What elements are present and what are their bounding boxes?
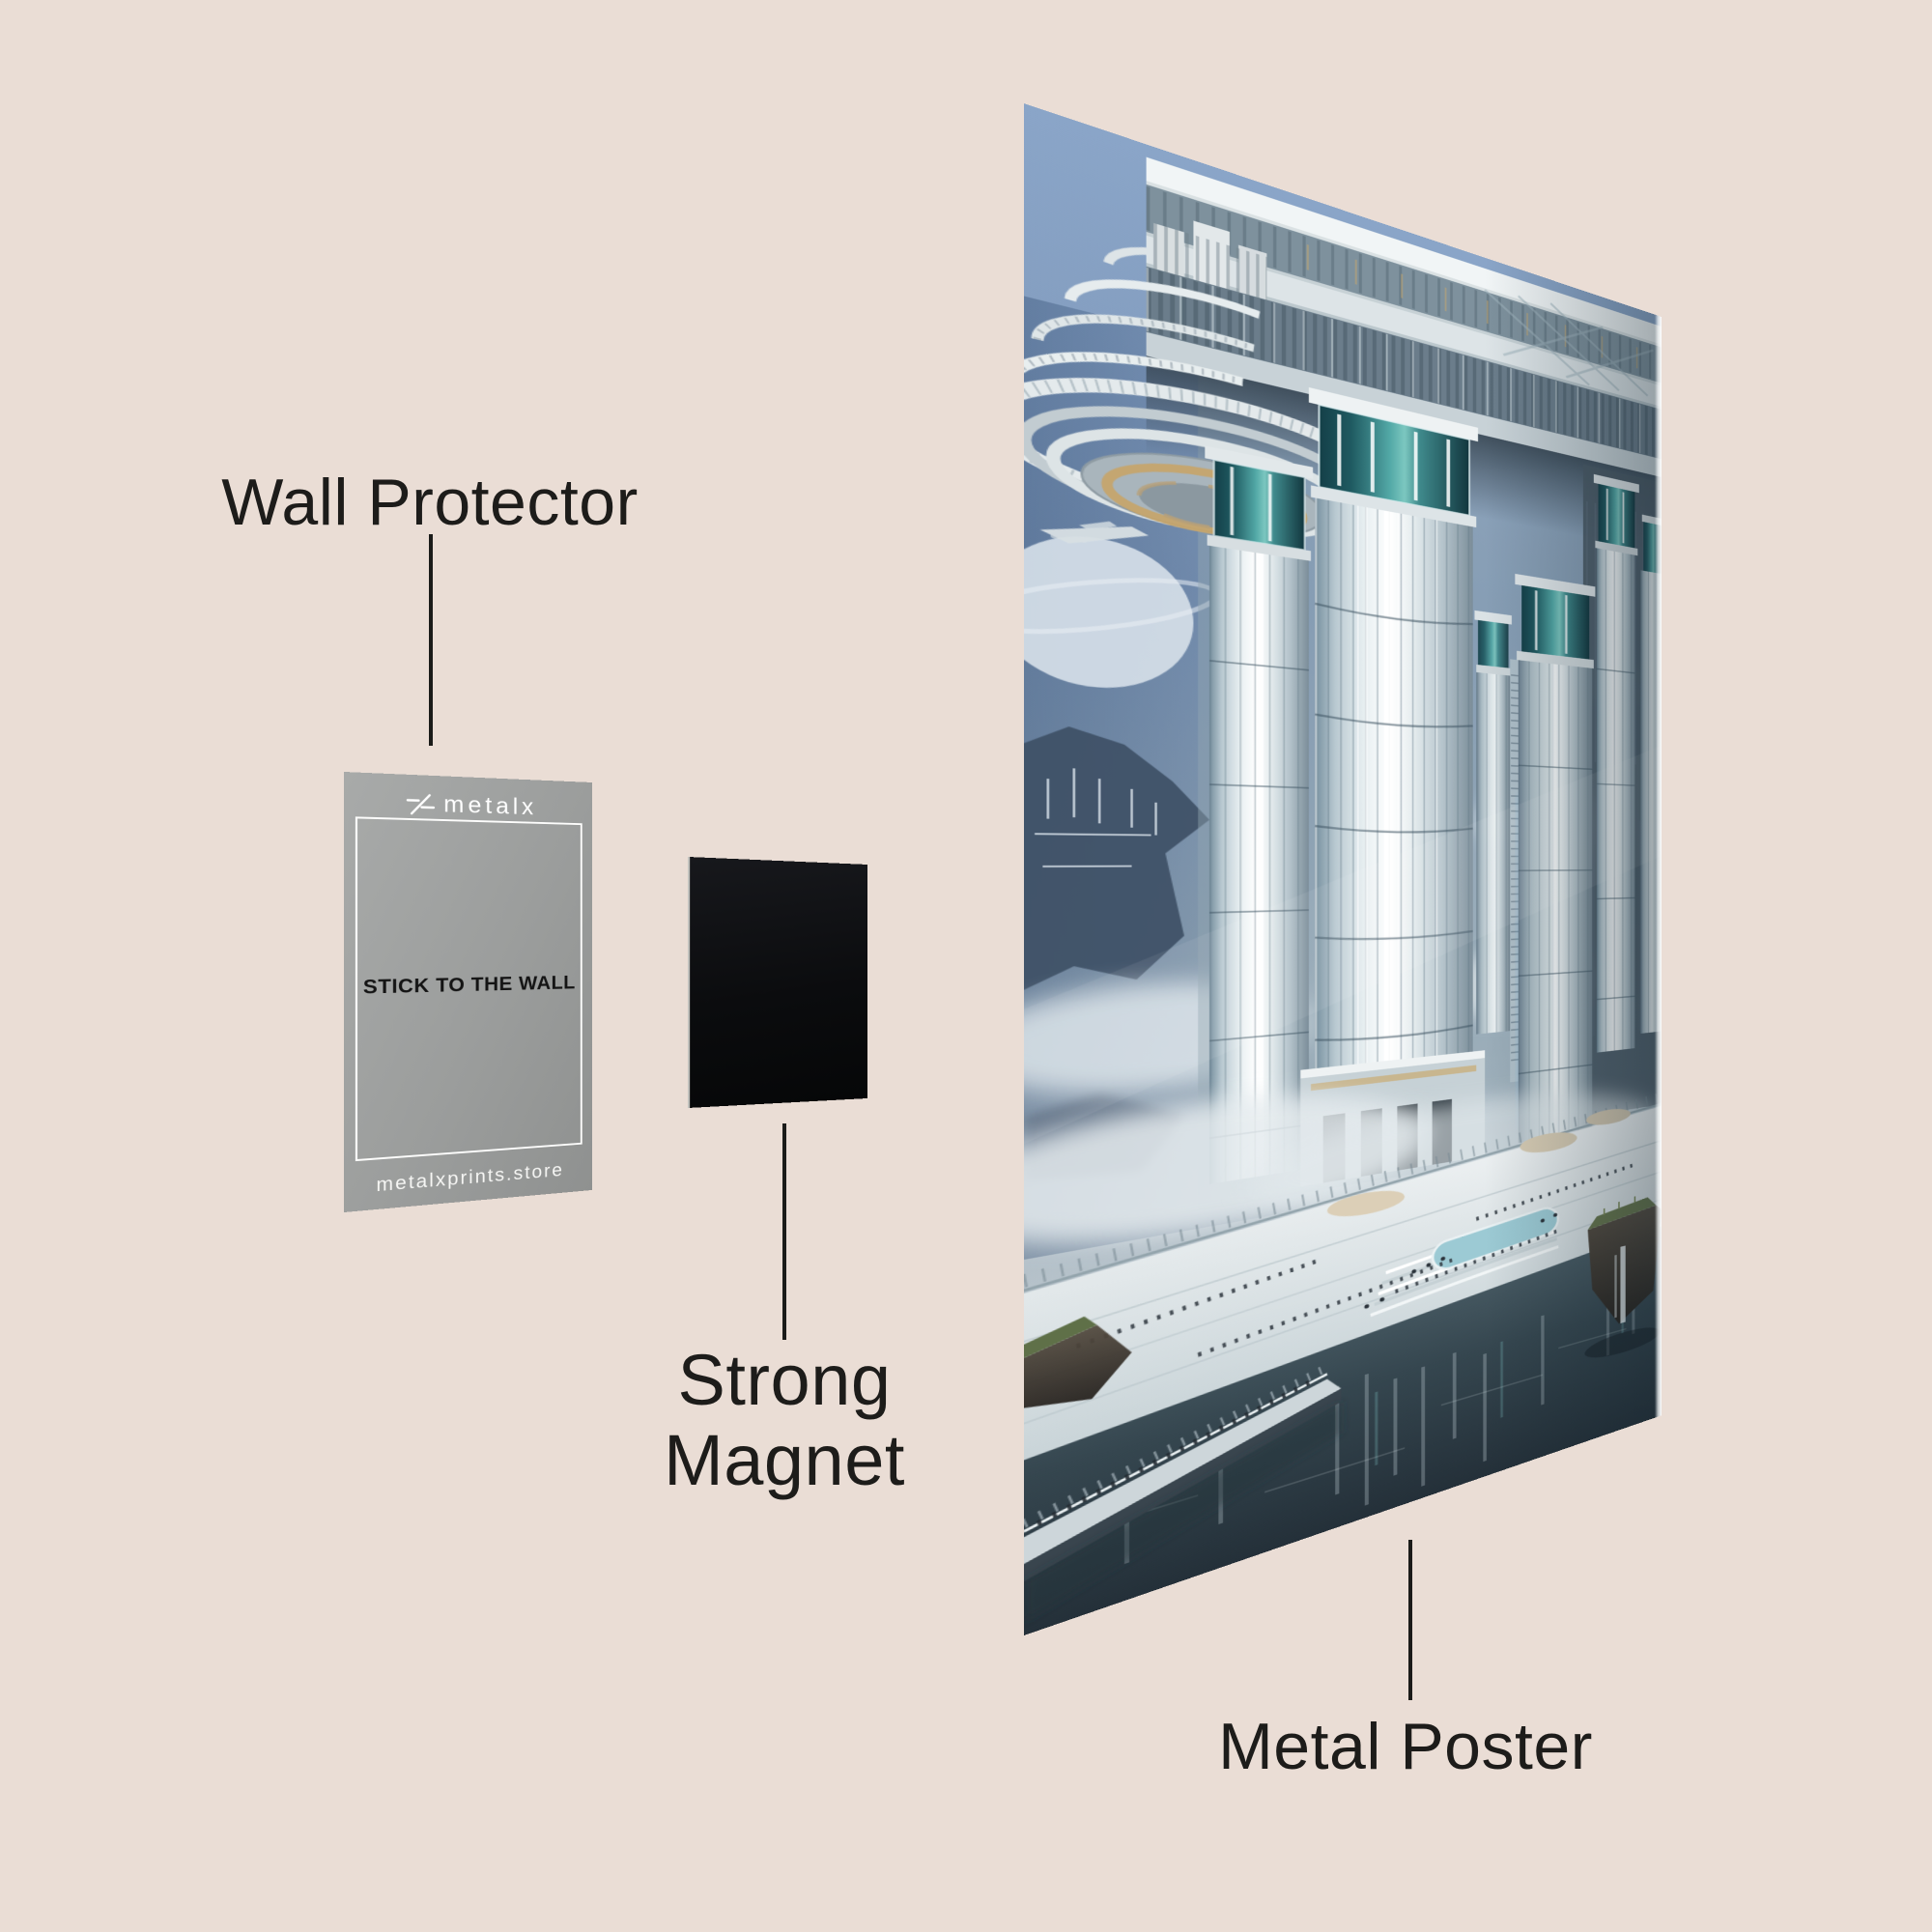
wall-protector-card: metalx STICK TO THE WALL metalxprints.st…	[344, 772, 592, 1212]
store-url-text: metalxprints.store	[376, 1159, 564, 1197]
metal-poster	[1024, 103, 1662, 1636]
magnet-face	[688, 857, 867, 1108]
poster-planet	[1024, 522, 1224, 696]
poster-edge-highlight	[1654, 314, 1662, 1418]
poster-artwork	[1024, 103, 1662, 1636]
label-strong-magnet-line2: Magnet	[664, 1419, 905, 1500]
label-metal-poster: Metal Poster	[1218, 1710, 1593, 1783]
connector-line-strong-magnet	[782, 1123, 786, 1340]
metalx-logo-icon	[406, 791, 436, 816]
label-wall-protector: Wall Protector	[221, 466, 639, 539]
poster-spiral-structure	[1024, 159, 1388, 559]
poster-plaza	[1024, 1097, 1662, 1461]
connector-line-metal-poster	[1408, 1540, 1412, 1700]
poster-promenade-bridge	[1024, 1364, 1341, 1623]
magnet-square	[688, 857, 867, 1108]
connector-line-wall-protector	[429, 534, 433, 746]
metalx-brand-text: metalx	[443, 790, 538, 821]
poster-water	[1024, 1226, 1662, 1636]
wall-protector-card-face: metalx STICK TO THE WALL metalxprints.st…	[344, 772, 592, 1212]
poster-entablature	[1147, 157, 1662, 553]
label-strong-magnet: Strong Magnet	[664, 1340, 905, 1501]
label-strong-magnet-line1: Strong	[677, 1340, 892, 1420]
